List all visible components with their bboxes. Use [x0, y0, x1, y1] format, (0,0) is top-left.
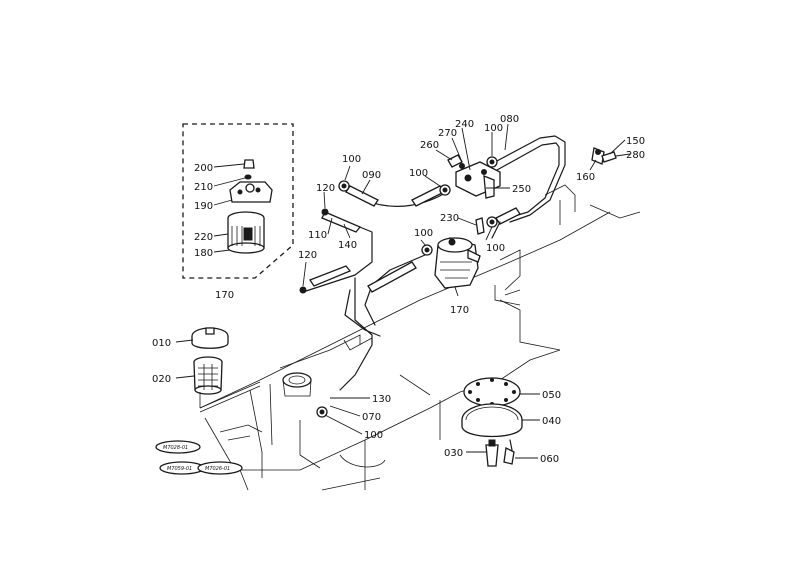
frame-outline: [199, 184, 641, 491]
clamps: [299, 156, 498, 418]
washer-270: [459, 163, 465, 169]
hose-090: [345, 185, 379, 207]
fuel-feed-pump-170: [434, 237, 481, 289]
label-160: 160: [576, 172, 595, 183]
label-250: 250: [512, 184, 531, 195]
label-100-b: 100: [409, 168, 428, 179]
label-080: 080: [500, 114, 519, 125]
label-070: 070: [362, 412, 381, 423]
bolt-230: [475, 217, 485, 235]
label-010: 010: [152, 338, 171, 349]
fitting-060: [503, 447, 515, 465]
label-100-a: 100: [342, 154, 361, 165]
label-150: 150: [626, 136, 645, 147]
label-280: 280: [626, 150, 645, 161]
label-170-inset: 170: [215, 290, 234, 301]
label-110: 110: [308, 230, 327, 241]
label-220: 220: [194, 232, 213, 243]
label-050: 050: [542, 390, 561, 401]
inset-filter-assembly: [182, 123, 294, 279]
label-030: 030: [444, 448, 463, 459]
hose-140: [321, 211, 362, 233]
fitting-030: [485, 444, 499, 467]
label-060: 060: [540, 454, 559, 465]
gasket-040: [461, 403, 523, 438]
label-240: 240: [455, 119, 474, 130]
part-labels: 200 210 190 220 180 170 120 110 140 120 …: [152, 114, 645, 465]
gauge-plate-050: [463, 377, 521, 407]
label-100-f: 100: [364, 430, 383, 441]
strainer-020: [193, 356, 261, 409]
label-020: 020: [152, 374, 171, 385]
ref-bubble-1: [155, 440, 201, 454]
label-170-main: 170: [450, 305, 469, 316]
clip-120-a: [321, 208, 329, 216]
label-100-d: 100: [486, 243, 505, 254]
label-040: 040: [542, 416, 561, 427]
label-260: 260: [420, 140, 439, 151]
fuel-pipes: [302, 135, 566, 391]
filler-neck: [282, 372, 312, 397]
label-120-b: 120: [298, 250, 317, 261]
label-270: 270: [438, 128, 457, 139]
label-140: 140: [338, 240, 357, 251]
label-180: 180: [194, 248, 213, 259]
label-100-c: 100: [484, 123, 503, 134]
filter-bowl-180: [227, 242, 265, 254]
label-090: 090: [362, 170, 381, 181]
ref-bubble-3: [197, 461, 243, 475]
fuel-cock-240: [447, 154, 501, 235]
label-120-a: 120: [316, 183, 335, 194]
washer-210: [244, 174, 252, 180]
label-200: 200: [194, 163, 213, 174]
ref-3: M7026-01: [205, 466, 230, 472]
clip-120-b: [299, 286, 307, 294]
tank-cap-010: [191, 327, 229, 349]
label-100-e: 100: [414, 228, 433, 239]
label-130: 130: [372, 394, 391, 405]
label-190: 190: [194, 201, 213, 212]
bracket-250: [483, 175, 495, 199]
label-210: 210: [194, 182, 213, 193]
fittings-030-060: [485, 439, 515, 467]
ref-1: M7028-01: [163, 445, 188, 451]
bleed-screw-200: [243, 159, 255, 169]
ref-2: M7059-01: [167, 466, 192, 472]
leader-lines: [175, 123, 631, 459]
reference-bubbles: M7028-01 M7059-01 M7026-01: [155, 440, 243, 475]
drain-cock-160: [591, 147, 617, 165]
label-230: 230: [440, 213, 459, 224]
